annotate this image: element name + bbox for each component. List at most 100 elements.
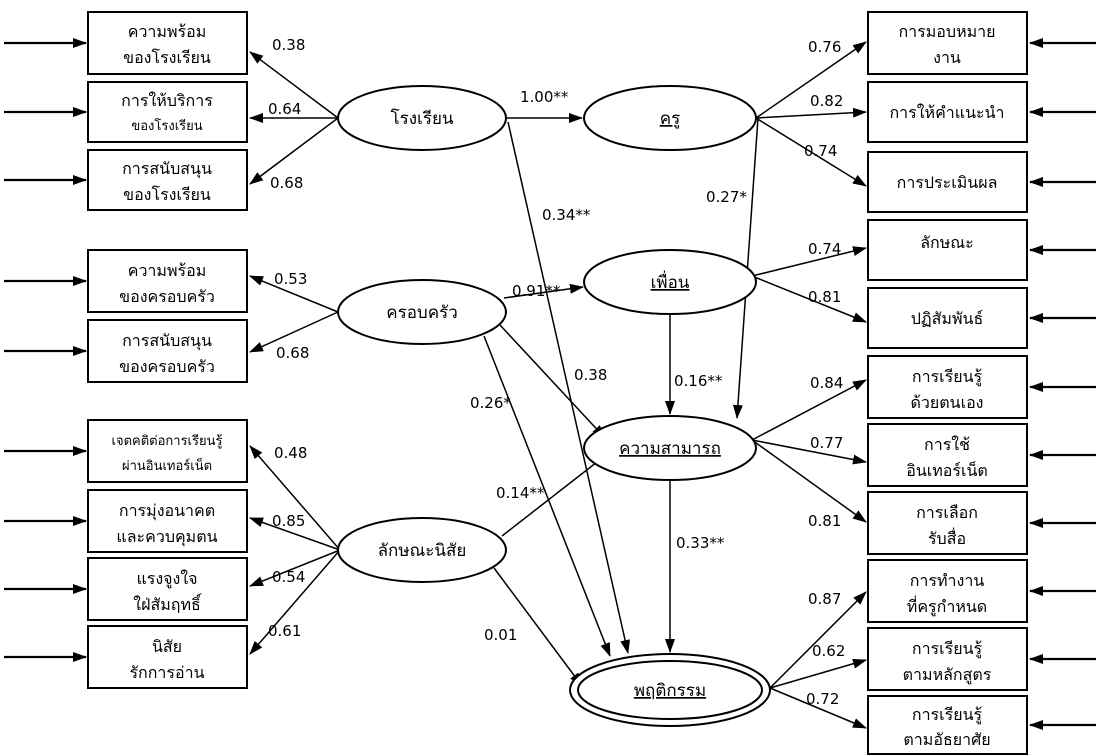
latent-ellipse-inner — [577, 660, 763, 720]
indicator-box — [867, 627, 1028, 691]
indicator-label: ของโรงเรียน — [131, 118, 202, 134]
loading-label: 0.68 — [276, 344, 309, 362]
right-indicator-7: การใช้ อินเทอร์เน็ต — [867, 423, 1028, 487]
loading-arrow — [249, 549, 341, 655]
indicator-label: การให้คำแนะนำ — [889, 103, 1004, 122]
path-label: 0.14** — [496, 484, 545, 502]
loading-arrow — [249, 311, 339, 353]
indicator-label: เจตคติต่อการเรียนรู้ — [112, 433, 223, 449]
loading-arrow — [769, 658, 867, 689]
indicator-label: ของโรงเรียน — [123, 48, 211, 67]
indicator-label: การเลือก — [916, 503, 978, 522]
right-indicator-10: การเรียนรู้ ตามหลักสูตร — [867, 627, 1028, 691]
indicator-label: การให้บริการ — [121, 91, 213, 110]
right-indicator-2: การให้คำแนะนำ — [867, 81, 1028, 143]
loading-label: 0.68 — [270, 174, 303, 192]
indicator-label: ปฏิสัมพันธ์ — [911, 309, 983, 328]
latent-school: โรงเรียน — [337, 85, 507, 151]
path-trait-behavior — [493, 567, 583, 687]
right-indicator-3: การประเมินผล — [867, 151, 1028, 213]
indicator-box — [87, 419, 248, 483]
indicator-box — [867, 151, 1028, 213]
loading-arrow — [249, 275, 339, 313]
indicator-label: แรงจูงใจ — [136, 569, 197, 589]
loading-label: 0.48 — [274, 444, 307, 462]
indicator-label: การมอบหมาย — [898, 22, 995, 41]
path-family-friend — [503, 283, 584, 299]
path-label: 0.01 — [484, 626, 517, 644]
loading-label: 0.87 — [808, 590, 841, 608]
right-indicator-9: การทำงาน ที่ครูกำหนด — [867, 559, 1028, 623]
loading-arrow — [751, 246, 867, 277]
loading-label: 0.74 — [804, 142, 837, 160]
path-label: 0.34** — [542, 206, 591, 224]
indicator-box — [867, 559, 1028, 623]
right-indicator-1: การมอบหมาย งาน — [867, 11, 1028, 75]
indicator-label: ด้วยตนเอง — [911, 393, 984, 412]
indicator-label: รับสื่อ — [928, 527, 966, 548]
indicator-box — [867, 695, 1028, 755]
indicator-label: การสนับสนุน — [122, 159, 212, 179]
loading-arrow — [751, 439, 867, 465]
right-indicator-11: การเรียนรู้ ตามอัธยาศัย — [867, 695, 1028, 755]
indicator-label: ของครอบครัว — [119, 357, 215, 376]
indicator-label: ตามอัธยาศัย — [903, 730, 990, 749]
loading-arrow — [751, 275, 867, 323]
loading-arrow — [249, 549, 341, 587]
indicator-box — [87, 81, 248, 143]
right-indicator-8: การเลือก รับสื่อ — [867, 491, 1028, 555]
loading-arrow — [769, 591, 867, 689]
loading-arrow — [249, 445, 341, 551]
indicator-box — [87, 319, 248, 383]
latent-ellipse — [337, 517, 507, 583]
right-error-arrows — [1029, 38, 1096, 730]
indicator-box — [867, 287, 1028, 349]
latent-ellipse — [337, 279, 507, 345]
path-label: 0.91** — [512, 282, 561, 300]
loading-label: 0.82 — [810, 92, 843, 110]
indicator-box — [867, 219, 1028, 281]
indicator-label: ใฝ่สัมฤทธิ์ — [133, 593, 202, 614]
indicator-box — [867, 491, 1028, 555]
left-indicator-1: ความพร้อม ของโรงเรียน — [87, 11, 248, 75]
latent-ellipse — [583, 415, 757, 481]
path-school-behavior — [507, 121, 631, 654]
left-indicator-4: ความพร้อม ของครอบครัว — [87, 249, 248, 313]
latent-ellipse — [337, 85, 507, 151]
loading-label: 0.77 — [810, 434, 843, 452]
loading-label: 0.74 — [808, 240, 841, 258]
path-label: 0.16** — [674, 372, 723, 390]
latent-ability: ความสามารถ — [583, 415, 757, 481]
left-indicator-5: การสนับสนุน ของครอบครัว — [87, 319, 248, 383]
loading-label: 0.76 — [808, 38, 841, 56]
indicator-label: ของครอบครัว — [119, 287, 215, 306]
left-indicator-8: แรงจูงใจ ใฝ่สัมฤทธิ์ — [87, 557, 248, 621]
loading-arrow — [755, 41, 867, 119]
loading-label: 0.64 — [268, 100, 301, 118]
loading-label: 0.61 — [268, 622, 301, 640]
latent-label: ลักษณะนิสัย — [378, 541, 467, 561]
latent-label: ครู — [660, 109, 681, 129]
indicator-label: และควบคุมตน — [116, 527, 217, 547]
path-trait-ability — [501, 454, 607, 537]
indicator-box — [87, 249, 248, 313]
left-indicator-3: การสนับสนุน ของโรงเรียน — [87, 149, 248, 211]
path-family-ability — [499, 324, 606, 439]
loading-arrow — [249, 517, 341, 551]
indicator-box — [87, 625, 248, 689]
latent-ellipse — [583, 85, 757, 151]
loading-label: 0.38 — [272, 36, 305, 54]
left-error-arrows — [4, 38, 87, 662]
indicator-label: การเรียนรู้ — [912, 639, 983, 659]
indicator-box — [87, 149, 248, 211]
path-label: 0.26* — [470, 394, 511, 412]
latent-label: เพื่อน — [651, 270, 690, 293]
path-labels: 1.00** 0.91** 0.27* 0.16** 0.34** 0.38 0… — [470, 88, 747, 644]
loading-label: 0.62 — [812, 642, 845, 660]
indicator-box — [867, 423, 1028, 487]
latent-trait: ลักษณะนิสัย — [337, 517, 507, 583]
indicator-label: การสนับสนุน — [122, 331, 212, 351]
indicator-box — [867, 81, 1028, 143]
latent-label: โรงเรียน — [390, 108, 453, 129]
path-label: 0.38 — [574, 366, 607, 384]
